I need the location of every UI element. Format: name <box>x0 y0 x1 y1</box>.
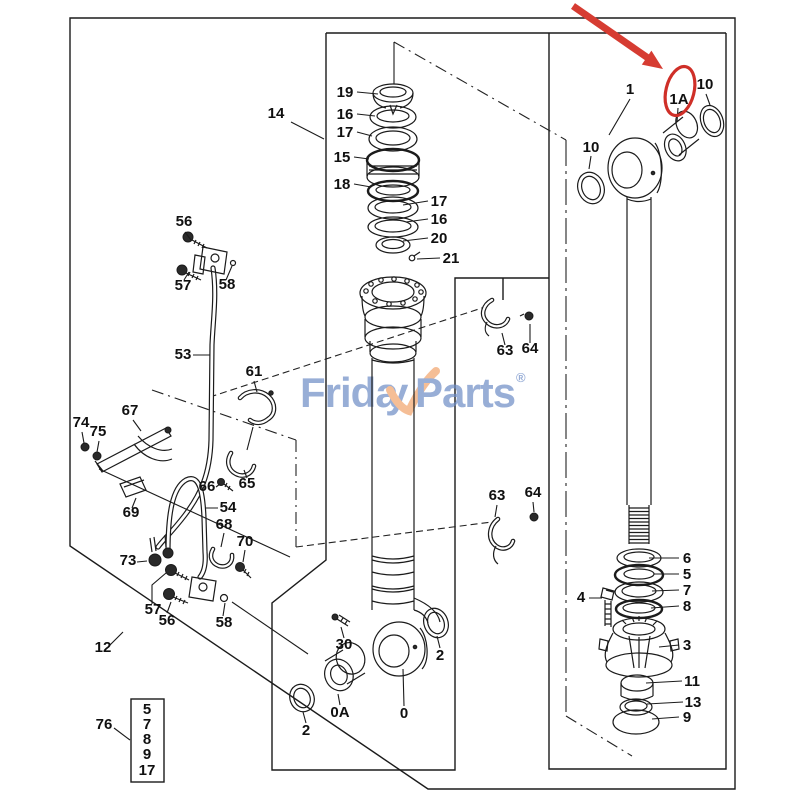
part-label-12: 12 <box>95 639 112 656</box>
rod-shaft <box>626 197 652 544</box>
part-label-63: 63 <box>497 342 514 359</box>
ref-value: 9 <box>143 746 151 763</box>
part-label-64: 64 <box>525 484 542 501</box>
grease-fitting-30 <box>331 613 351 627</box>
part-label-15: 15 <box>334 149 351 166</box>
part-label-67: 67 <box>122 402 139 419</box>
outer-box <box>69 17 736 790</box>
piping-group <box>80 231 539 655</box>
part-label-70: 70 <box>237 533 254 550</box>
logo-check-icon <box>386 367 440 416</box>
clamp-63-64-bottom <box>487 512 539 565</box>
logo-text-frida: Frida <box>300 369 399 416</box>
part-label-4: 4 <box>577 589 586 606</box>
inner-panel-lines <box>271 32 727 771</box>
ref-value: 8 <box>143 731 151 748</box>
part-label-74: 74 <box>73 414 90 431</box>
part-label-16: 16 <box>431 211 448 228</box>
part-label-8: 8 <box>683 598 691 615</box>
part-label-2: 2 <box>436 647 444 664</box>
clamp-63-64-top <box>480 297 534 337</box>
ref-value: 7 <box>143 716 151 733</box>
ref-box: 5 7 8 9 17 <box>130 698 165 783</box>
part-label-16: 16 <box>337 106 354 123</box>
part-label-73: 73 <box>120 552 137 569</box>
part-label-19: 19 <box>337 84 354 101</box>
part-label-2: 2 <box>302 722 310 739</box>
part-label-7: 7 <box>683 582 691 599</box>
part-label-61: 61 <box>246 363 263 380</box>
part-label-0: 0 <box>400 705 408 722</box>
fitting-block-top <box>176 231 237 281</box>
part-label-20: 20 <box>431 230 448 247</box>
part-label-56: 56 <box>176 213 193 230</box>
ref-value: 5 <box>143 701 151 718</box>
part-label-57: 57 <box>145 601 162 618</box>
rod-eye-assembly <box>577 104 725 205</box>
part-label-10: 10 <box>697 76 714 93</box>
ref-value: 17 <box>139 762 156 779</box>
part-label-17: 17 <box>431 193 448 210</box>
logo-text-parts: Parts <box>415 369 515 416</box>
part-label-1A: 1A <box>669 91 688 108</box>
red-annotation <box>571 3 697 118</box>
phantom-lines <box>151 41 633 757</box>
part-label-54: 54 <box>220 499 237 516</box>
leader-lines <box>81 91 711 741</box>
part-label-66: 66 <box>199 478 216 495</box>
cylinder-gland <box>359 276 427 363</box>
part-label-63: 63 <box>489 487 506 504</box>
cylinder-bottom-eye <box>289 597 449 713</box>
part-label-56: 56 <box>159 612 176 629</box>
watermark-logo: Frida y Parts ® <box>300 367 526 416</box>
part-label-17: 17 <box>337 124 354 141</box>
seal-stack <box>365 42 421 262</box>
part-label-69: 69 <box>123 504 140 521</box>
red-circle-annotation <box>663 64 697 118</box>
part-label-3: 3 <box>683 637 691 654</box>
fitting-block-bottom <box>163 564 229 605</box>
part-label-30: 30 <box>336 636 353 653</box>
piston-stack <box>598 548 680 735</box>
logo-registered-mark: ® <box>516 370 526 385</box>
part-label-21: 21 <box>443 250 460 267</box>
red-arrowhead-icon <box>641 50 663 69</box>
part-label-75: 75 <box>90 423 107 440</box>
part-label-11: 11 <box>684 673 700 690</box>
part-label-76: 76 <box>96 716 113 733</box>
part-label-0A: 0A <box>330 704 349 721</box>
part-label-64: 64 <box>522 340 539 357</box>
part-label-13: 13 <box>685 694 702 711</box>
part-label-5: 5 <box>683 566 691 583</box>
part-label-68: 68 <box>216 516 233 533</box>
part-label-65: 65 <box>239 475 256 492</box>
red-arrow-icon <box>571 3 650 61</box>
bolt-4 <box>600 587 615 627</box>
part-label-18: 18 <box>334 176 351 193</box>
part-label-58: 58 <box>219 276 236 293</box>
part-label-14: 14 <box>268 105 285 122</box>
bracket-67 <box>94 426 173 473</box>
cylinder-barrel <box>371 358 415 610</box>
part-label-1: 1 <box>626 81 634 98</box>
part-label-53: 53 <box>175 346 192 363</box>
part-label-6: 6 <box>683 550 691 567</box>
part-label-58: 58 <box>216 614 233 631</box>
part-label-10: 10 <box>583 139 600 156</box>
part-label-9: 9 <box>683 709 691 726</box>
part-label-57: 57 <box>175 277 192 294</box>
